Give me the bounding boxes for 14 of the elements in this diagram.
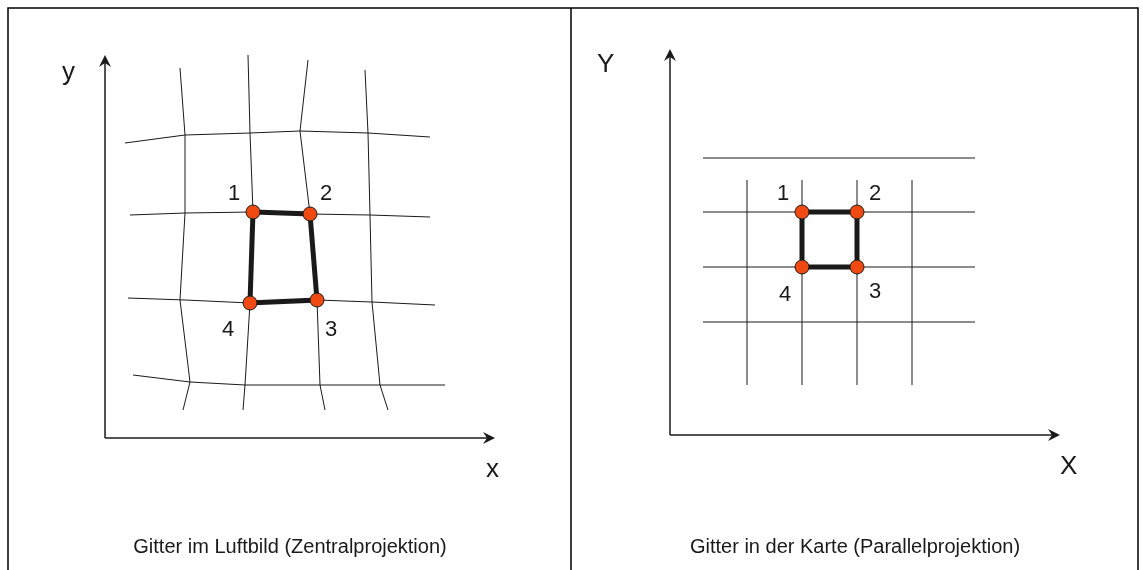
point-number: 4: [779, 283, 792, 305]
caption: Gitter in der Karte (Parallelprojektion): [689, 536, 1021, 556]
axis-label: X: [1060, 452, 1078, 478]
caption: Gitter im Luftbild (Zentralprojektion): [133, 536, 447, 556]
point-number: 3: [325, 318, 338, 340]
point-number: 3: [869, 280, 882, 302]
point-number: 2: [869, 182, 882, 204]
point-number: 4: [222, 318, 235, 340]
point-number: 1: [228, 182, 241, 204]
point-number: 2: [320, 182, 333, 204]
axis-label: x: [486, 455, 499, 481]
axis-label: y: [62, 58, 75, 84]
point-number: 1: [777, 182, 790, 204]
axis-label: Y: [597, 50, 615, 76]
